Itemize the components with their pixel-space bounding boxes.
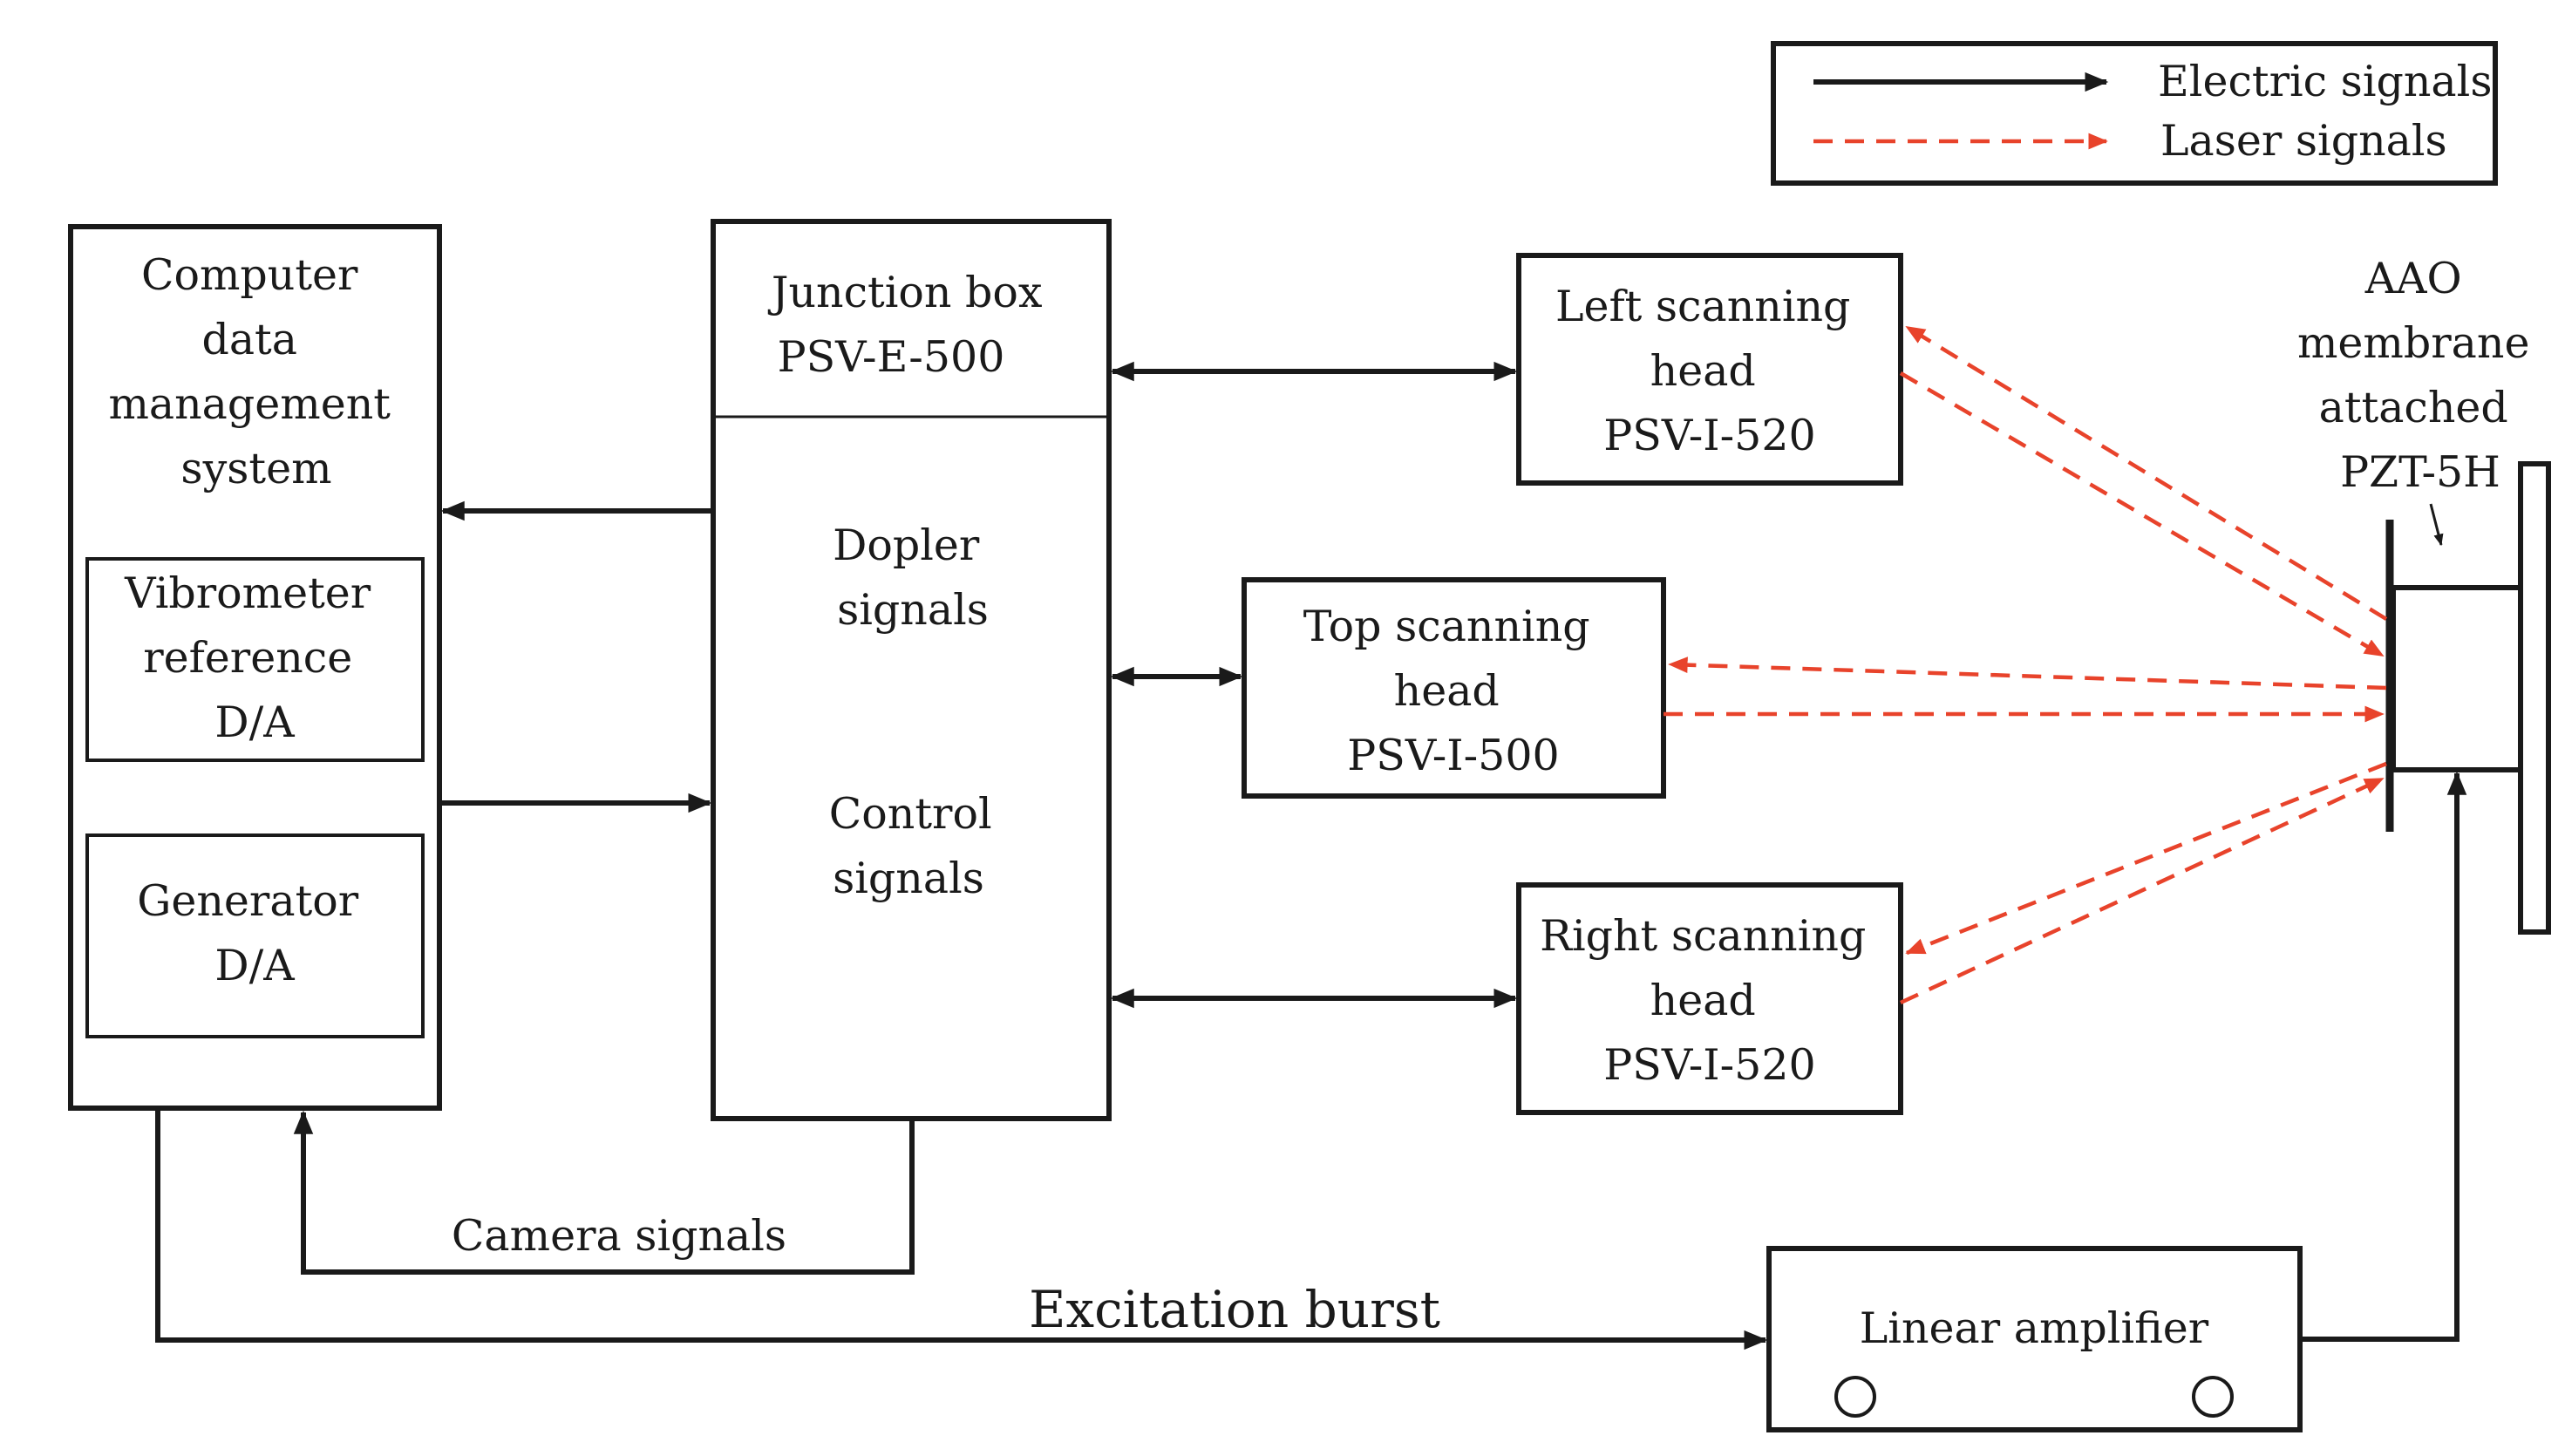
left-head-return-beam (1905, 325, 2388, 621)
legend-frame (1771, 41, 2498, 186)
linear-amplifier-label: Linear amplifier (1860, 1303, 2209, 1353)
right-head-outgoing-beam (1900, 776, 2385, 1005)
camera-signals-line (293, 1110, 915, 1275)
excitation-burst-line (155, 1108, 1768, 1351)
junction-box (711, 219, 1112, 1121)
amplifier-to-pzt-line (2300, 771, 2467, 1342)
generator-box (85, 833, 425, 1038)
junction-box-title: Junction box PSV-E-500 (767, 268, 1056, 382)
pzt-element (2391, 585, 2523, 772)
legend-laser-label: Laser signals (2160, 116, 2447, 166)
top-scanning-head-box (1242, 577, 1666, 799)
camera-signals-label: Camera signals (452, 1211, 786, 1261)
junction-box-block: Junction box PSV-E-500 Dopler signals Co… (711, 219, 1112, 1121)
specimen-block: AAO membrane attached PZT-5H (2297, 254, 2551, 935)
amplifier-output-knob (2192, 1376, 2234, 1418)
right-scanning-head-block: Right scanning head PSV-I-520 (1516, 882, 1903, 1115)
linear-amplifier-box (1766, 1246, 2303, 1432)
top-scanning-head-label: Top scanning head PSV-I-500 (1303, 602, 1603, 780)
left-scanning-head-block: Left scanning head PSV-I-520 (1516, 253, 1903, 486)
specimen-label: AAO membrane attached PZT-5H (2297, 254, 2543, 497)
left-head-outgoing-beam (1899, 371, 2385, 657)
control-signals-label: Control signals (829, 789, 1005, 903)
top-head-return-beam (1668, 657, 2387, 691)
laser-beams (1664, 325, 2388, 1005)
left-scanning-head-label: Left scanning head PSV-I-520 (1555, 282, 1864, 460)
doppler-signals-label: Dopler signals (833, 520, 993, 635)
legend: Electric signals Laser signals (1771, 41, 2498, 186)
linear-amplifier-block: Linear amplifier (1766, 1246, 2303, 1432)
specimen-mount (2518, 461, 2551, 935)
generator-label: Generator D/A (137, 876, 372, 990)
vibrometer-reference-box (85, 557, 425, 762)
right-scanning-head-label: Right scanning head PSV-I-520 (1540, 911, 1880, 1090)
right-scanning-head-box (1516, 882, 1903, 1115)
left-scanning-head-box (1516, 253, 1903, 486)
amplifier-input-knob (1834, 1376, 1876, 1418)
specimen-pointer-arrow (2429, 503, 2444, 547)
legend-electric-label: Electric signals (2158, 57, 2492, 106)
computer-system-block: Computer data management system Vibromet… (68, 224, 442, 1111)
vibrometer-reference-label: Vibrometer reference D/A (124, 568, 384, 747)
electric-connections (155, 361, 2467, 1351)
excitation-burst-label: Excitation burst (1029, 1280, 1440, 1339)
computer-system-title: Computer data management system (108, 250, 404, 493)
top-scanning-head-block: Top scanning head PSV-I-500 (1242, 577, 1666, 799)
right-head-return-beam (1905, 761, 2387, 956)
